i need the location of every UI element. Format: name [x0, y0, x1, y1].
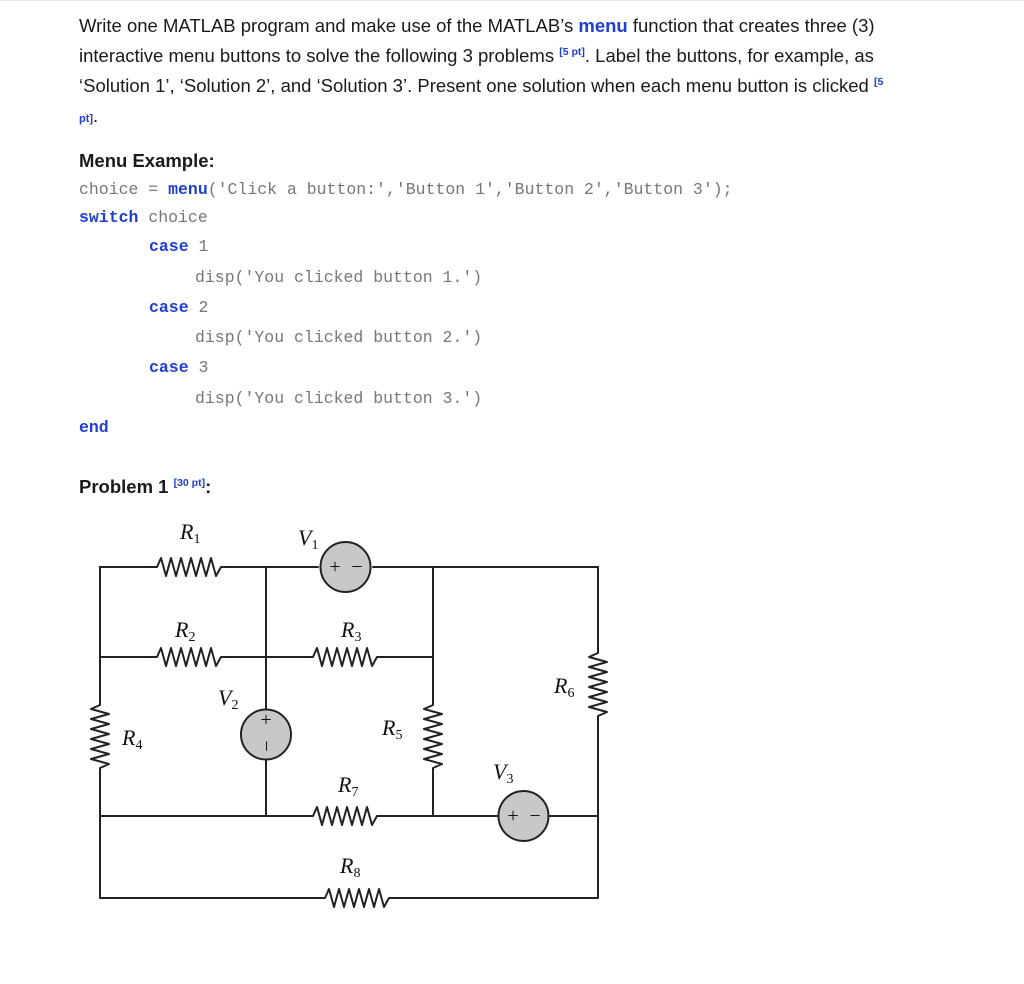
top-border	[0, 0, 1024, 1]
code-keyword: case	[149, 298, 189, 317]
problem1-title: Problem 1	[79, 476, 174, 497]
code-line-case1: case 1	[149, 237, 208, 256]
problem1-heading: Problem 1 [30 pt]:	[79, 476, 211, 498]
code-keyword: end	[79, 418, 109, 437]
code-text: ('Click a button:','Button 1','Button 2'…	[207, 180, 733, 199]
code-line-switch: switch choice	[79, 208, 208, 227]
resistor-r4-symbol	[90, 699, 110, 773]
code-text: 2	[188, 298, 209, 317]
code-line-case2: case 2	[149, 298, 208, 317]
points-badge: pt]	[79, 113, 94, 125]
intro-text: ‘Solution 1’, ‘Solution 2’, and ‘Solutio…	[79, 75, 874, 96]
label-r3: R3	[340, 617, 361, 645]
label-r5: R5	[381, 715, 402, 743]
resistor-r3-symbol	[307, 647, 383, 667]
intro-text: .	[93, 105, 99, 126]
wire	[393, 719, 599, 899]
v2-minus-sign: −	[255, 740, 277, 751]
label-r6: R6	[553, 673, 574, 701]
v1-plus-sign: +	[329, 556, 340, 578]
v2-plus-sign: +	[260, 709, 271, 731]
intro-text: function that creates three (3)	[627, 15, 875, 36]
resistor-r1-symbol	[151, 557, 227, 577]
code-text: disp('You clicked button 3.')	[195, 389, 483, 408]
v3-plus-sign: +	[507, 805, 518, 827]
code-text: 3	[188, 358, 209, 377]
label-r7: R7	[337, 772, 358, 800]
problem1-colon: :	[205, 476, 212, 497]
code-line-menu: choice = menu('Click a button:','Button …	[79, 180, 733, 199]
label-r1: R1	[179, 519, 200, 547]
points-badge: [30 pt]	[173, 477, 206, 489]
voltage-source-v3-symbol	[497, 790, 550, 842]
code-line-disp2: disp('You clicked button 2.')	[195, 328, 482, 347]
code-keyword: menu	[168, 180, 208, 199]
problem-intro: Write one MATLAB program and make use of…	[79, 11, 979, 134]
label-r2: R2	[174, 617, 195, 645]
code-line-case3: case 3	[149, 358, 208, 377]
resistor-r5-symbol	[423, 699, 443, 773]
code-line-disp1: disp('You clicked button 1.')	[195, 268, 482, 287]
label-r8: R8	[339, 853, 360, 881]
v3-minus-sign: −	[529, 805, 540, 827]
intro-text: . Label the buttons, for example, as	[584, 45, 874, 66]
resistor-r8-symbol	[319, 888, 395, 908]
code-line-disp3: disp('You clicked button 3.')	[195, 389, 482, 408]
voltage-source-v1-symbol	[319, 541, 372, 593]
label-v1: V1	[298, 525, 318, 553]
label-r4: R4	[121, 725, 142, 753]
points-badge: [5	[873, 76, 884, 88]
resistor-r6-symbol	[588, 647, 608, 721]
code-text: choice	[138, 208, 208, 227]
menu-keyword: menu	[578, 15, 628, 36]
resistor-r2-symbol	[151, 647, 227, 667]
code-text: 1	[188, 237, 209, 256]
intro-text: interactive menu buttons to solve the fo…	[79, 45, 560, 66]
voltage-source-v2-symbol	[240, 708, 292, 761]
code-text: choice =	[79, 180, 169, 199]
code-keyword: switch	[79, 208, 139, 227]
code-line-end: end	[79, 418, 109, 437]
v1-minus-sign: −	[351, 556, 362, 578]
intro-text: Write one MATLAB program and make use of…	[79, 15, 579, 36]
resistor-r7-symbol	[307, 806, 383, 826]
label-v2: V2	[218, 685, 238, 713]
code-keyword: case	[149, 358, 189, 377]
label-v3: V3	[493, 759, 513, 787]
code-keyword: case	[149, 237, 189, 256]
code-text: disp('You clicked button 2.')	[195, 328, 483, 347]
menu-example-heading: Menu Example:	[79, 150, 215, 171]
code-text: disp('You clicked button 1.')	[195, 268, 483, 287]
wire	[99, 771, 321, 899]
points-badge: [5 pt]	[559, 46, 585, 58]
